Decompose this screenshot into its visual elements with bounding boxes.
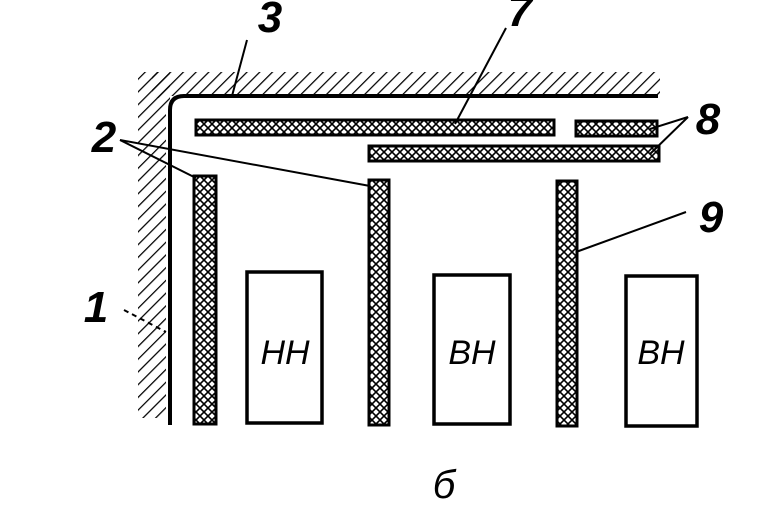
figure-caption: б: [433, 463, 457, 507]
leader-lines: [119, 27, 689, 333]
barrier-9: [555, 179, 579, 428]
winding-lv-label: НН: [260, 334, 310, 372]
winding-hv-1: [432, 273, 512, 426]
core-hatching: [138, 72, 665, 429]
label-1: 1: [84, 283, 108, 332]
barrier-2-left: [192, 174, 218, 426]
yoke-barrier-7: [194, 118, 556, 137]
yoke-barrier-8-short: [574, 119, 659, 138]
winding-hv-1-label: ВН: [448, 334, 496, 372]
winding-hv-2: [624, 274, 699, 428]
label-3: 3: [258, 0, 282, 42]
label-2: 2: [91, 113, 117, 162]
core-outline: [168, 94, 658, 425]
yoke-barrier-8-long: [367, 144, 661, 163]
winding-lv: [245, 270, 324, 425]
label-9: 9: [699, 193, 724, 242]
barrier-2-middle: [367, 178, 391, 427]
label-8: 8: [696, 95, 721, 144]
label-7: 7: [508, 0, 535, 36]
winding-hv-2-label: ВН: [637, 334, 685, 372]
